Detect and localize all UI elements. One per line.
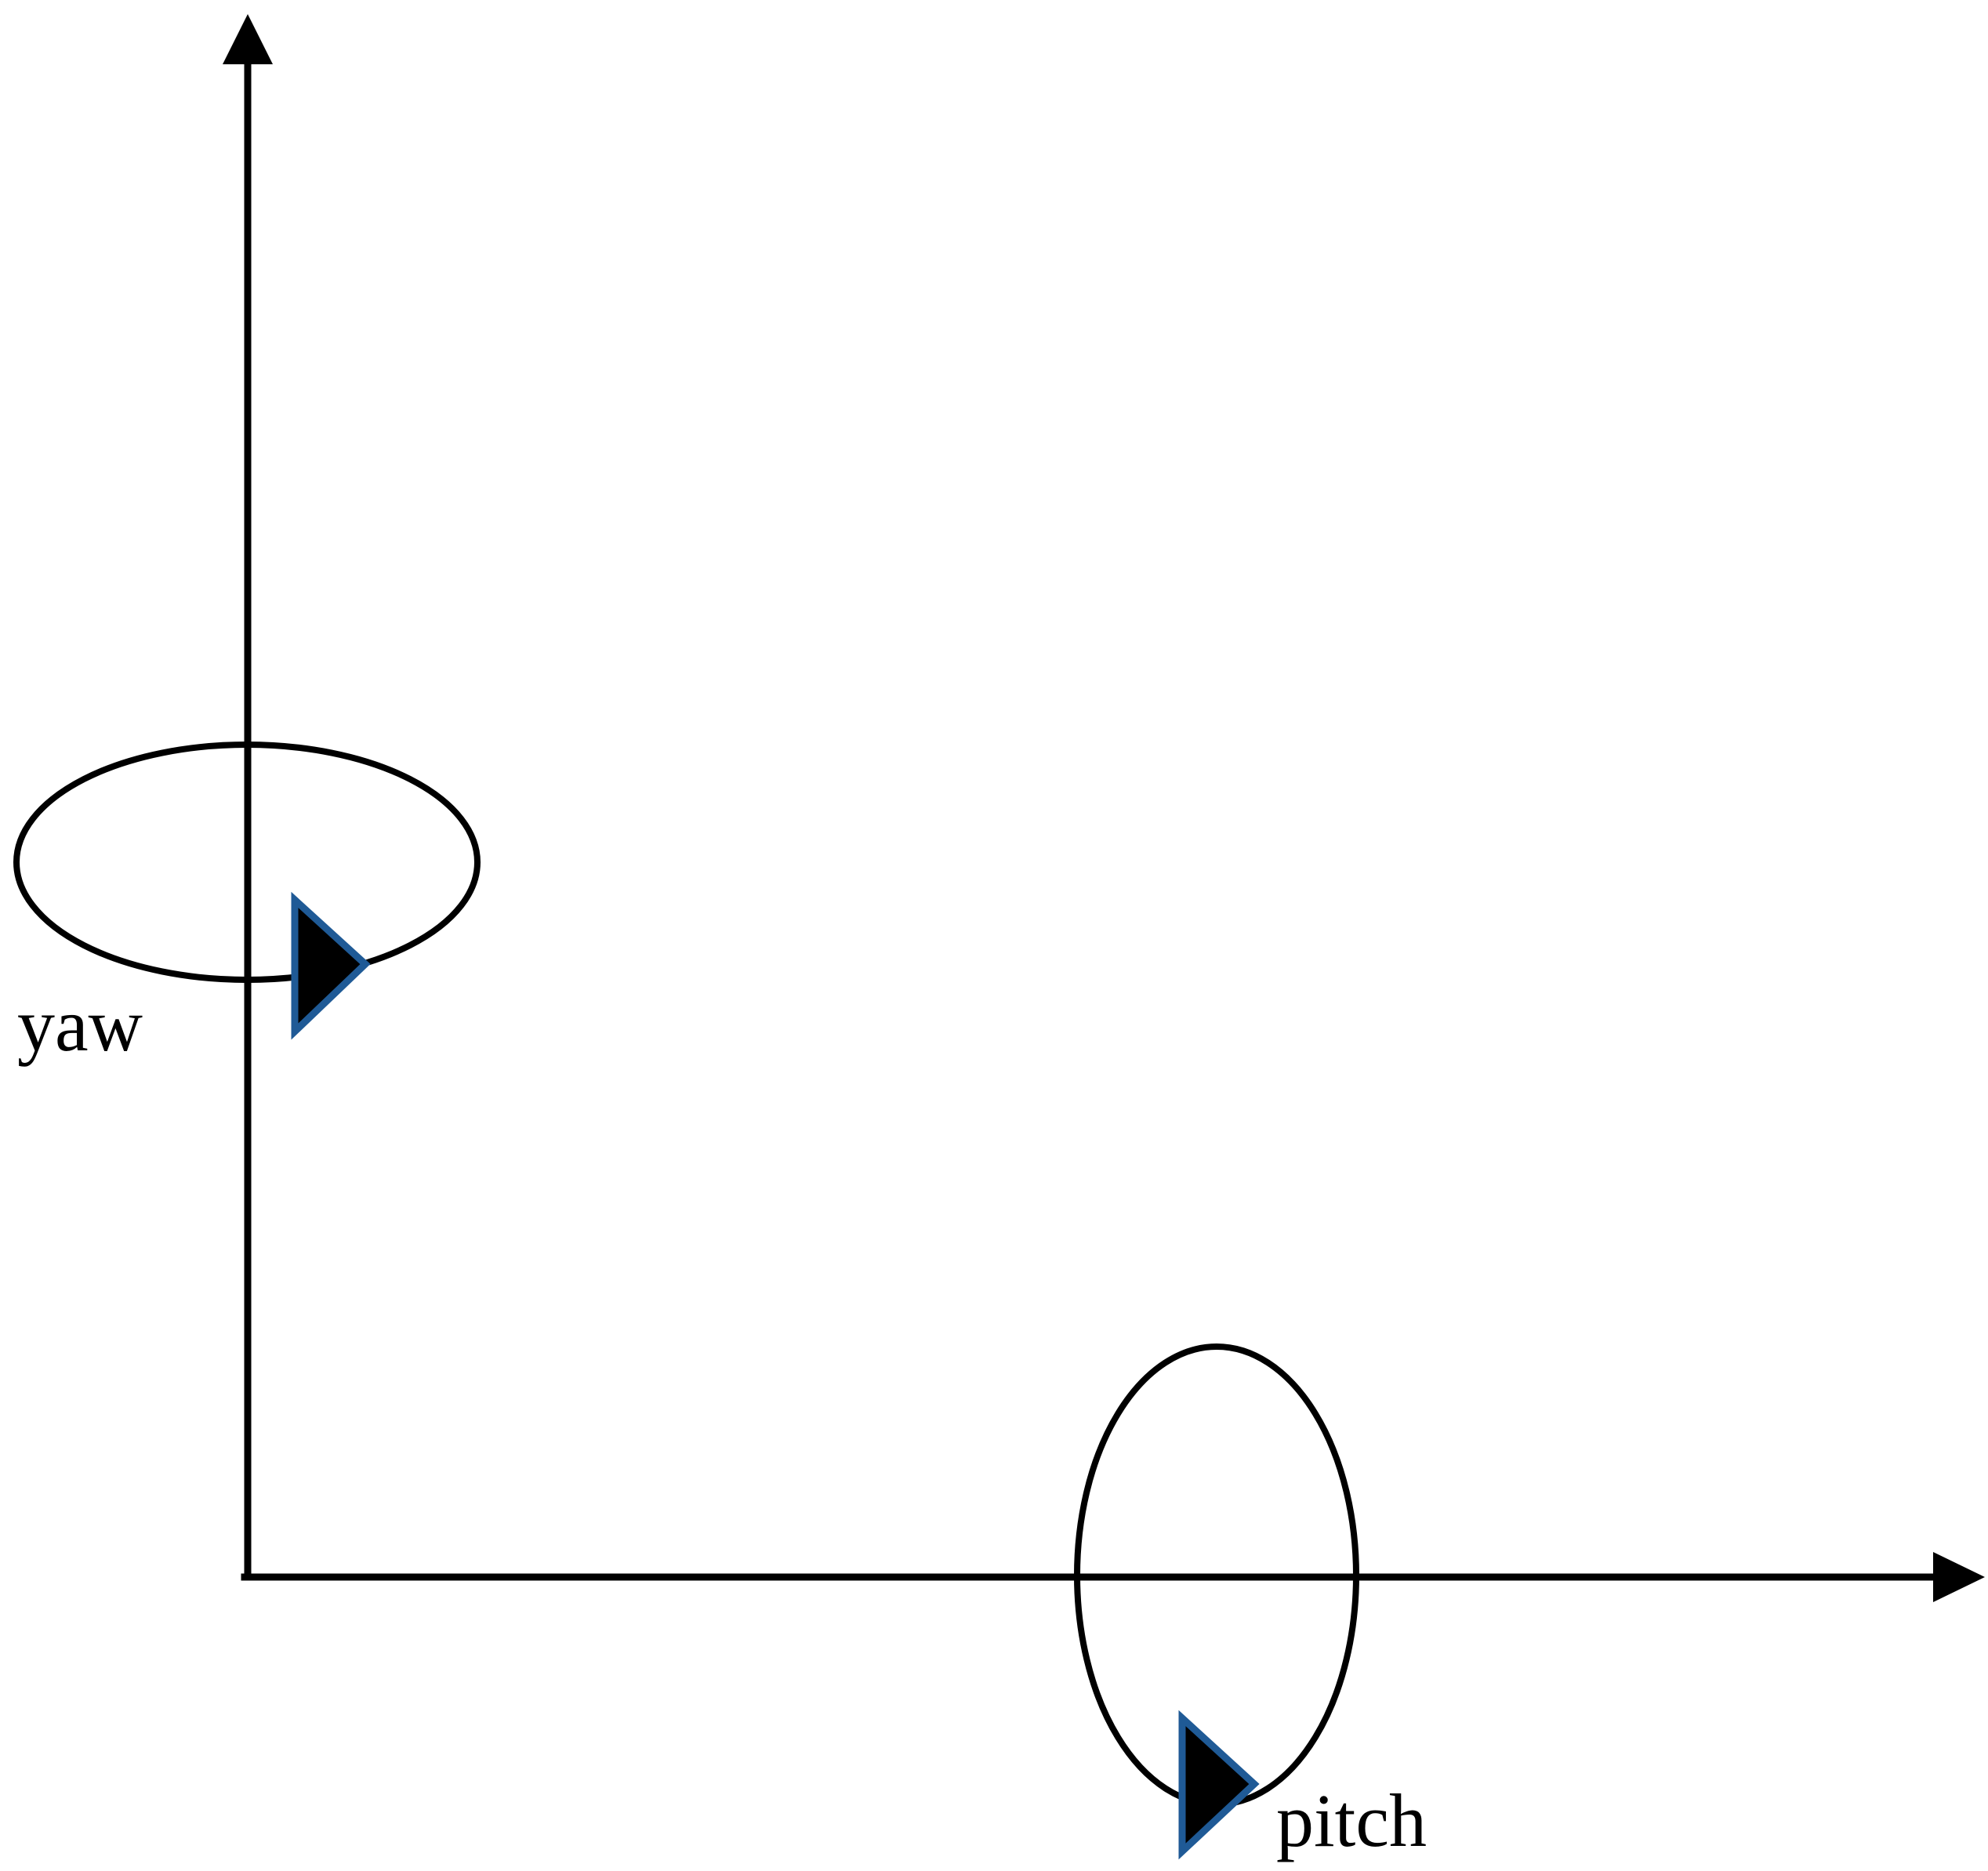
- yaw-direction-arrow-icon: [291, 891, 371, 1040]
- yaw-label: yaw: [17, 983, 143, 1067]
- pitch-direction-arrow-icon: [1178, 1710, 1260, 1860]
- pitch-label: pitch: [1276, 1779, 1427, 1862]
- horizontal-axis-arrowhead: [1933, 1552, 1985, 1602]
- vertical-axis-arrowhead: [223, 14, 273, 64]
- yaw-rotation-ellipse: [13, 742, 481, 983]
